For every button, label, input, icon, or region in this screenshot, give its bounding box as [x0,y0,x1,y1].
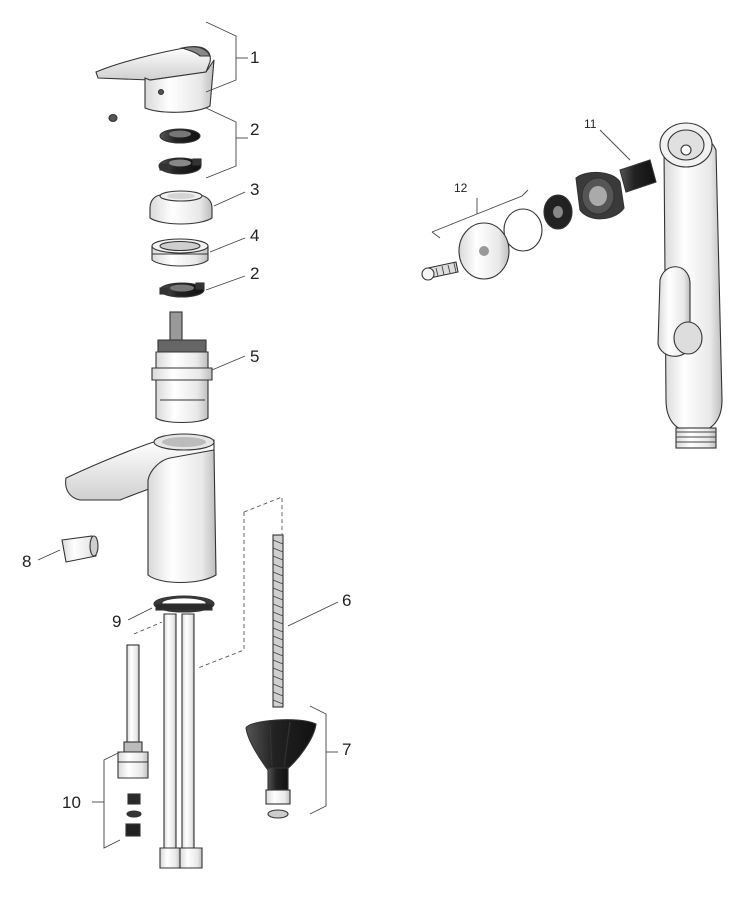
callout-2-upper: 2 [250,120,259,139]
part-threaded-nut [151,238,209,267]
callout-12: 12 [454,181,468,195]
part-cover-cap [149,190,213,225]
part-hand-shower [657,122,723,449]
callout-6: 6 [342,591,351,610]
part-adapter-ring-upper [158,128,202,175]
part-cartridge [151,311,213,424]
part-threaded-rod [272,534,284,708]
part-base-gasket [153,595,215,613]
callout-1: 1 [250,48,259,67]
part-check-valve [575,159,657,220]
part-supply-hoses [159,613,203,869]
callout-7: 7 [342,740,351,759]
callout-2-lower: 2 [250,264,259,283]
part-aerator [61,535,99,563]
part-faucet-body [65,433,217,583]
part-mounting-nut [245,719,317,819]
part-lever-handle [95,46,215,113]
part-set-screw [108,113,118,123]
callout-labels: 1 2 3 4 2 5 6 7 8 9 10 11 12 [22,48,597,812]
callout-8: 8 [22,552,31,571]
callout-11: 11 [584,117,597,131]
callout-9: 9 [112,612,121,631]
part-pullout-fittings [117,644,149,837]
part-adapter-ring-lower [159,282,205,298]
callout-5: 5 [250,347,259,366]
part-spray-face-set [421,194,573,281]
callout-3: 3 [250,180,259,199]
dashed-guide-lines [133,496,283,669]
callout-4: 4 [250,226,259,245]
callout-10: 10 [62,793,81,812]
callout-leaders [37,21,631,849]
